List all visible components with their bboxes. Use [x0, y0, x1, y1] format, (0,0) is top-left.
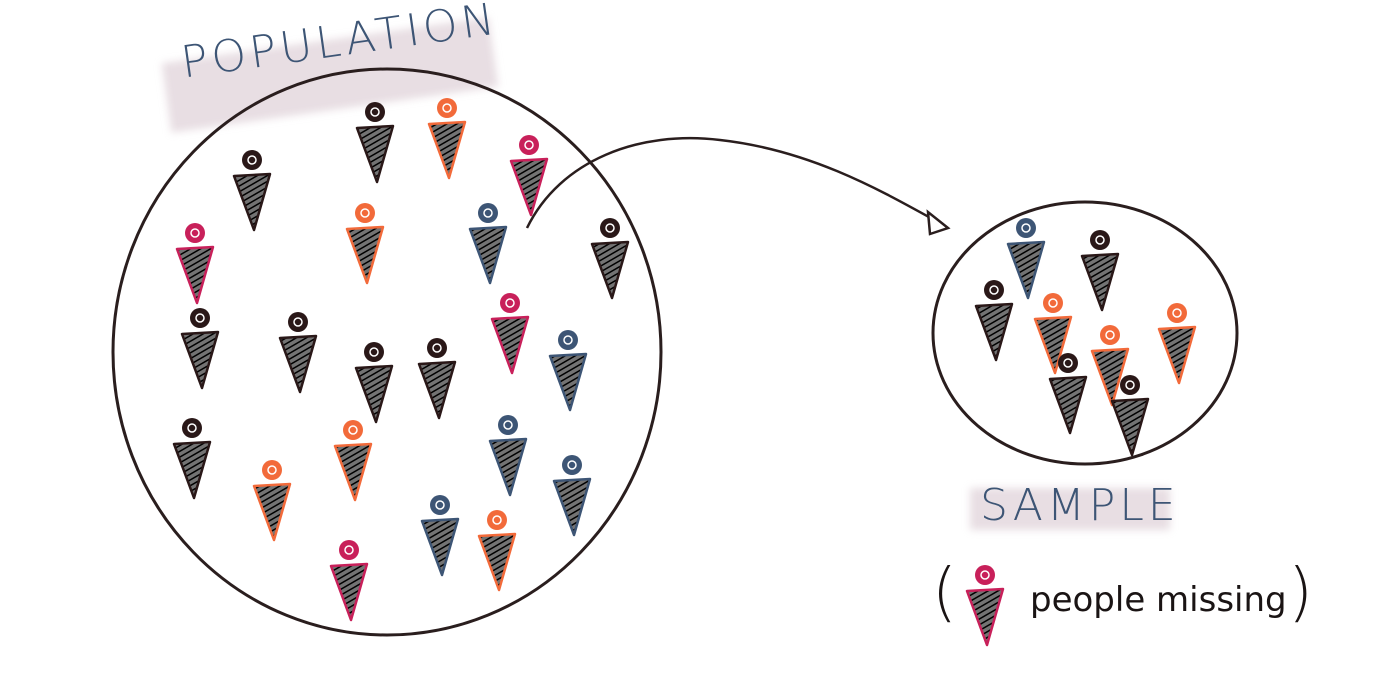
sample-person-icon [1048, 353, 1088, 435]
population-circle [111, 67, 663, 637]
population-person-icon [333, 420, 373, 502]
population-person-icon [355, 102, 395, 184]
sample-person-icon [1006, 218, 1046, 300]
population-person-icon [278, 312, 318, 394]
population-person-icon [590, 218, 630, 300]
population-person-icon [468, 203, 508, 285]
population-person-icon [329, 540, 369, 622]
population-person-icon [172, 418, 212, 500]
legend-open-paren: ( [932, 556, 957, 630]
legend-text: people missing [1030, 580, 1287, 620]
sample-person-icon [1080, 230, 1120, 312]
population-person-icon [417, 338, 457, 420]
sampling-arrow [525, 136, 939, 229]
population-person-icon [420, 495, 460, 577]
population-person-icon [180, 308, 220, 390]
sample-person-icon [974, 280, 1014, 362]
population-person-icon [354, 342, 394, 424]
population-person-icon [548, 330, 588, 412]
population-person-icon [509, 135, 549, 217]
population-person-icon [477, 510, 517, 592]
population-person-icon [427, 98, 467, 180]
sample-label: SAMPLE [980, 480, 1180, 531]
sample-person-icon [1090, 325, 1130, 407]
sample-person-icon [1110, 375, 1150, 457]
population-person-icon [252, 460, 292, 542]
sample-label-highlight [970, 488, 1170, 530]
population-person-icon [175, 223, 215, 305]
missing-person-legend-icon [965, 565, 1005, 647]
population-person-icon [232, 150, 272, 232]
arrow-head-icon [926, 209, 951, 236]
sample-circle [931, 200, 1239, 466]
population-person-icon [552, 455, 592, 537]
legend-close-paren: ) [1288, 556, 1313, 630]
sample-person-icon [1157, 303, 1197, 385]
sample-person-icon [1033, 293, 1073, 375]
population-person-icon [488, 415, 528, 497]
population-person-icon [345, 203, 385, 285]
population-person-icon [490, 293, 530, 375]
